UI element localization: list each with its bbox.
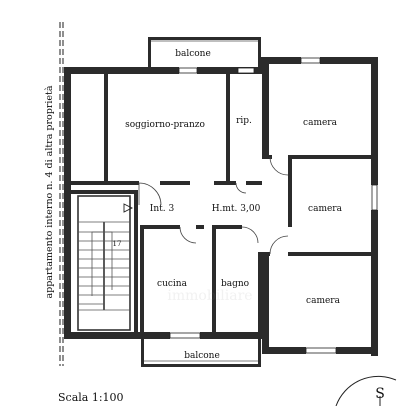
north-label: S xyxy=(375,386,385,402)
bagno-label: bagno xyxy=(221,279,249,289)
camera-2-label: camera xyxy=(308,204,343,214)
door-swings xyxy=(138,156,289,255)
windows xyxy=(169,57,378,354)
balcone-top xyxy=(148,37,261,70)
interior-walls xyxy=(71,74,372,335)
soggiorno-label: soggiorno-pranzo xyxy=(125,120,205,130)
camera-3-label: camera xyxy=(306,296,341,306)
ripostiglio-label: rip. xyxy=(236,116,252,126)
scale-label: Scala 1:100 xyxy=(58,391,124,404)
cucina-label: cucina xyxy=(157,279,188,289)
balcone-bottom xyxy=(141,339,261,367)
property-boundary xyxy=(59,22,64,366)
interno-label: Int. 3 xyxy=(150,204,175,214)
side-note: appartamento interno n. 4 di altra propr… xyxy=(44,85,55,298)
north-arrow-icon xyxy=(335,375,397,406)
camera-1-label: camera xyxy=(303,118,338,128)
balcone-top-label: balcone xyxy=(175,49,211,59)
staircase xyxy=(77,195,134,331)
stair-number: 17 xyxy=(113,240,122,248)
altezza-label: H.mt. 3,00 xyxy=(212,204,261,214)
watermark: immobiliare xyxy=(167,288,252,304)
balcone-bottom-label: balcone xyxy=(184,351,220,361)
